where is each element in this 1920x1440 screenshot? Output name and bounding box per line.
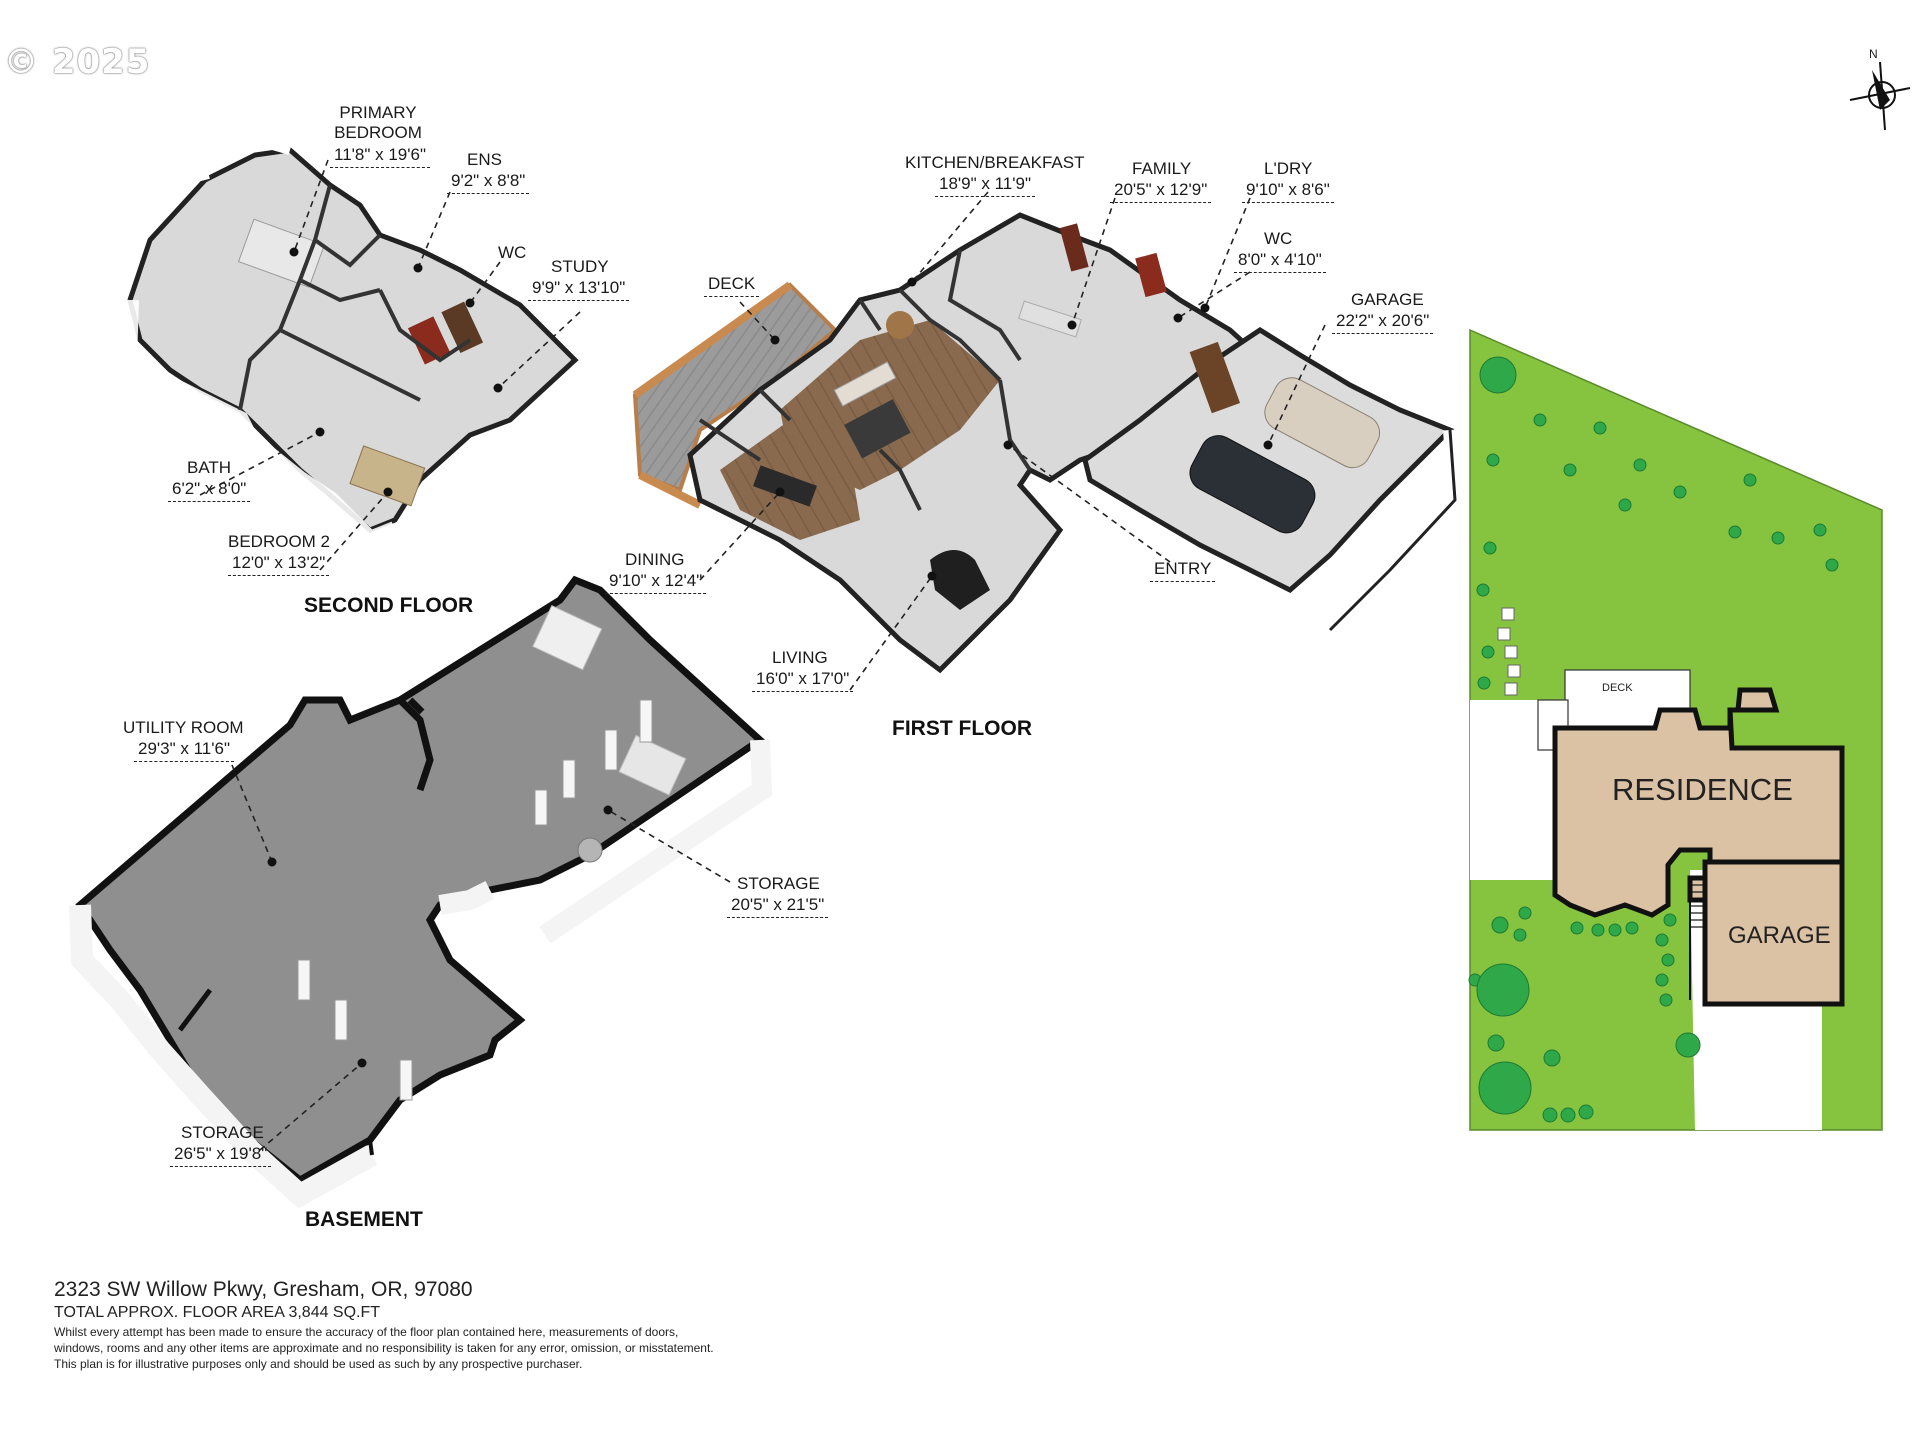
property-address: 2323 SW Willow Pkwy, Gresham, OR, 97080 bbox=[54, 1278, 473, 1301]
compass-north-label: N bbox=[1869, 47, 1878, 61]
room-name-bedroom-2: BEDROOM 2 bbox=[228, 532, 331, 551]
first-floor-plan bbox=[632, 212, 1463, 674]
room-name-kitchen: KITCHEN/BREAKFAST bbox=[905, 153, 1085, 172]
site-label-garage: GARAGE bbox=[1728, 922, 1831, 949]
room-name-storage-2: STORAGE bbox=[181, 1123, 264, 1142]
room-name-entry: ENTRY bbox=[1150, 559, 1216, 582]
site-plan bbox=[1468, 328, 1883, 1131]
total-floor-area: TOTAL APPROX. FLOOR AREA 3,844 SQ.FT bbox=[54, 1304, 381, 1321]
room-name-laundry: L'DRY bbox=[1264, 159, 1313, 178]
room-name-dining: DINING bbox=[625, 550, 685, 569]
room-dims-bedroom-2: 12'0" x 13'2" bbox=[228, 553, 330, 576]
site-label-deck: DECK bbox=[1602, 682, 1633, 694]
basement-title: BASEMENT bbox=[305, 1208, 423, 1231]
room-dims-family: 20'5" x 12'9" bbox=[1110, 180, 1212, 203]
room-name-utility: UTILITY ROOM bbox=[123, 718, 244, 737]
room-dims-laundry: 9'10" x 8'6" bbox=[1242, 180, 1334, 203]
second-floor-plan bbox=[118, 134, 579, 551]
disclaimer: Whilst every attempt has been made to en… bbox=[54, 1325, 714, 1371]
basement-plan bbox=[69, 575, 773, 1209]
room-name-storage-1: STORAGE bbox=[737, 874, 820, 893]
room-dims-storage-1: 20'5" x 21'5" bbox=[727, 895, 829, 918]
room-name-wc-second: WC bbox=[498, 243, 527, 262]
room-name-wc-first: WC bbox=[1264, 229, 1293, 248]
site-trees bbox=[1468, 356, 1839, 1123]
room-name-living: LIVING bbox=[772, 648, 828, 667]
site-label-residence: RESIDENCE bbox=[1612, 772, 1793, 807]
room-name-study: STUDY bbox=[551, 257, 609, 276]
room-dims-storage-2: 26'5" x 19'8" bbox=[170, 1144, 272, 1167]
room-dims-utility: 29'3" x 11'6" bbox=[134, 739, 234, 762]
room-dims-garage: 22'2" x 20'6" bbox=[1332, 311, 1434, 334]
room-name-garage: GARAGE bbox=[1351, 290, 1424, 309]
compass-icon bbox=[1849, 61, 1911, 131]
site-garage bbox=[1702, 859, 1845, 1007]
first-floor-title: FIRST FLOOR bbox=[892, 717, 1032, 740]
room-dims-living: 16'0" x 17'0" bbox=[752, 669, 854, 692]
room-dims-bath: 6'2" x 8'0" bbox=[168, 479, 251, 502]
room-name-ens: ENS bbox=[467, 150, 502, 169]
room-name-deck: DECK bbox=[704, 274, 760, 297]
room-name-family: FAMILY bbox=[1132, 159, 1192, 178]
room-dims-dining: 9'10" x 12'4" bbox=[605, 571, 707, 594]
second-floor-title: SECOND FLOOR bbox=[304, 594, 474, 617]
leader-dots bbox=[267, 247, 1273, 1068]
copyright-watermark: © 2025 bbox=[4, 42, 151, 82]
leader-lines bbox=[199, 159, 1326, 1151]
room-dims-primary-bedroom: 11'8" x 19'6" bbox=[330, 145, 430, 168]
room-name-bath: BATH bbox=[187, 458, 232, 477]
room-dims-wc-first: 8'0" x 4'10" bbox=[1234, 250, 1326, 273]
room-dims-kitchen: 18'9" x 11'9" bbox=[935, 174, 1035, 197]
room-dims-ens: 9'2" x 8'8" bbox=[447, 171, 530, 194]
room-dims-study: 9'9" x 13'10" bbox=[528, 278, 630, 301]
